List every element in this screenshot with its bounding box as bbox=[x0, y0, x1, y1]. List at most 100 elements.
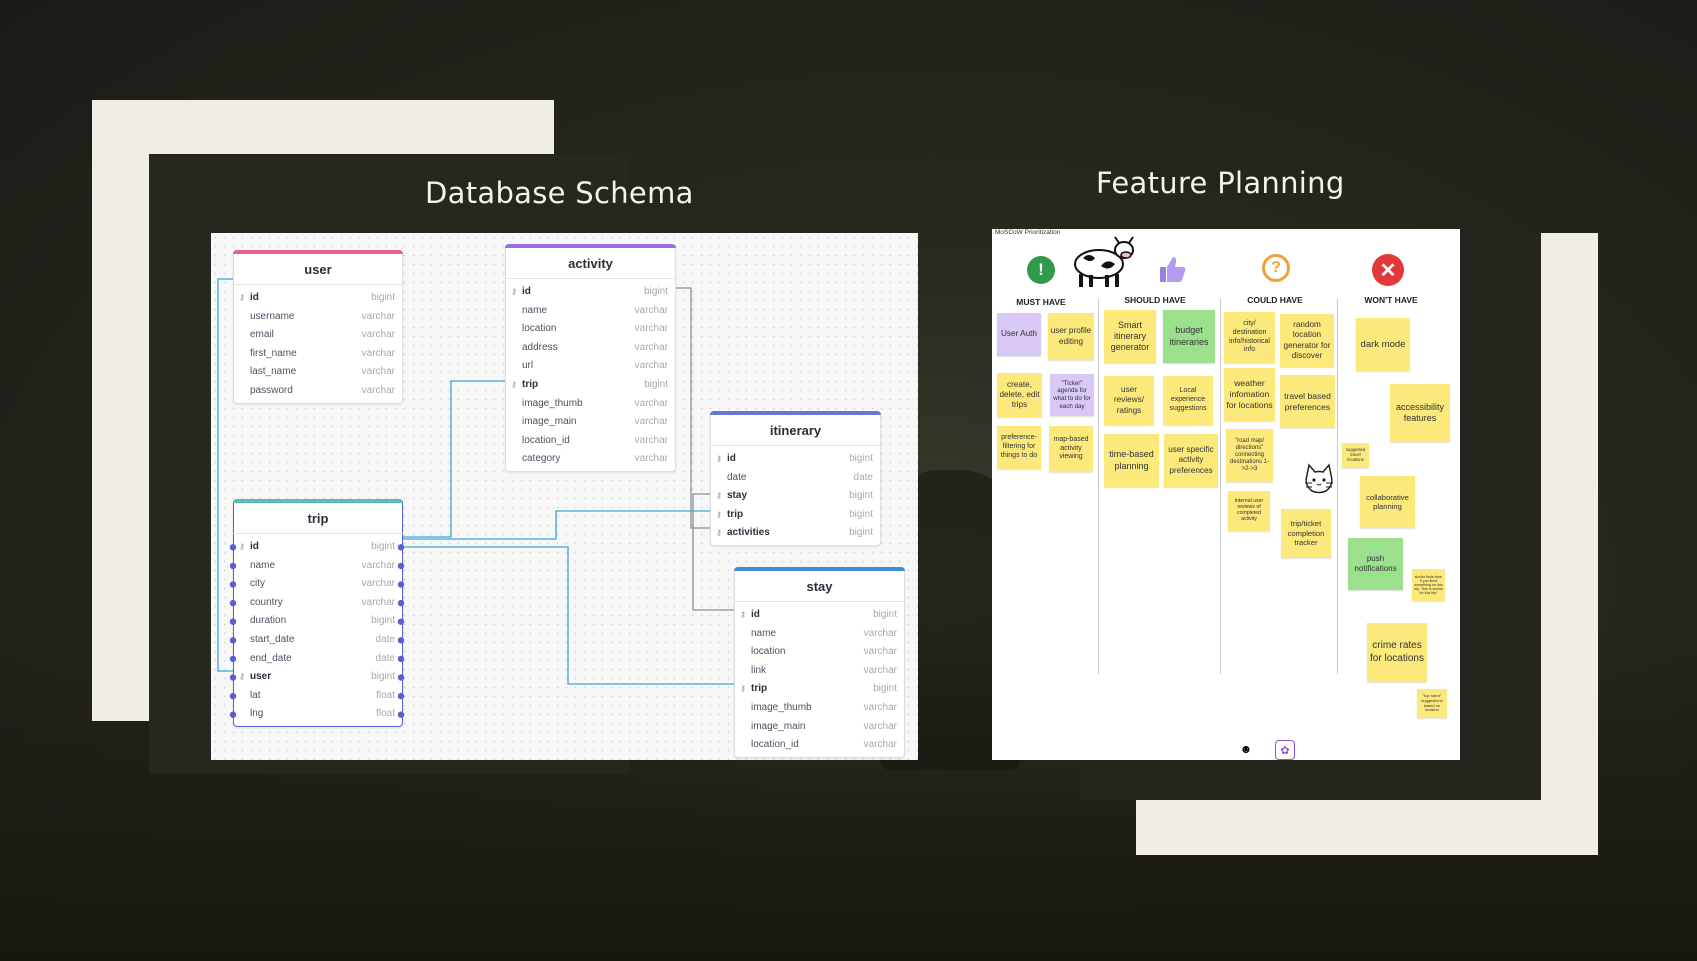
sticky-note[interactable]: dark mode bbox=[1356, 318, 1410, 371]
sticky-note[interactable]: user profile editing bbox=[1048, 313, 1094, 360]
sticky-note[interactable]: Local experience suggestions bbox=[1163, 376, 1213, 425]
sticky-note[interactable]: weather infomation for locations bbox=[1224, 368, 1275, 421]
column-type: bigint bbox=[644, 286, 668, 297]
sticky-note[interactable]: trip/ticket completion tracker bbox=[1281, 509, 1331, 558]
sticky-note[interactable]: map-based activity viewing bbox=[1049, 426, 1093, 472]
sticky-note[interactable]: budget itineraries bbox=[1163, 310, 1215, 363]
connector-dot[interactable] bbox=[229, 637, 237, 644]
connector-dot[interactable] bbox=[397, 618, 405, 625]
sticky-note[interactable]: Smart itinerary generator bbox=[1104, 310, 1156, 363]
sticky-note[interactable]: internal user reviews of completed activ… bbox=[1228, 491, 1270, 531]
column-name: name bbox=[751, 627, 777, 639]
connector-dot[interactable] bbox=[397, 544, 405, 551]
connector-dot[interactable] bbox=[397, 655, 405, 663]
column-type: varchar bbox=[634, 397, 668, 409]
connector-dot[interactable] bbox=[229, 544, 237, 551]
sticky-note[interactable]: travel based preferences bbox=[1280, 375, 1335, 428]
connector-dot[interactable] bbox=[397, 711, 405, 718]
sticky-note[interactable]: city/ destination info/historical info bbox=[1224, 312, 1275, 363]
connector-dot[interactable] bbox=[229, 674, 237, 681]
sticky-note[interactable]: collaborative planning bbox=[1360, 476, 1415, 528]
column-type: varchar bbox=[634, 360, 668, 372]
sticky-note[interactable]: accessibility features bbox=[1390, 384, 1450, 442]
sticky-note[interactable]: create, delete, edit trips bbox=[997, 373, 1042, 417]
connector-dot[interactable] bbox=[229, 562, 237, 570]
moscow-board[interactable]: MoSCoW Prioritization ! ? ✕ MUST HAVE SH… bbox=[992, 229, 1460, 760]
connector-dot[interactable] bbox=[229, 618, 237, 625]
connector-dot[interactable] bbox=[397, 581, 405, 588]
connector-dot[interactable] bbox=[229, 655, 237, 663]
connector-dot[interactable] bbox=[397, 692, 405, 700]
sticky-note[interactable]: push notifications bbox=[1348, 538, 1403, 590]
sticky-note[interactable]: suggested travel locations bbox=[1342, 443, 1369, 468]
connector-dot[interactable] bbox=[229, 711, 237, 718]
connector-dot[interactable] bbox=[229, 581, 237, 588]
sticky-note[interactable]: time-based planning bbox=[1104, 434, 1159, 487]
sticky-note[interactable]: similar finds idea: if you liked somethi… bbox=[1412, 569, 1445, 601]
connector-dot[interactable] bbox=[397, 674, 405, 681]
sticky-note[interactable]: User Auth bbox=[997, 313, 1041, 356]
sticky-note[interactable]: "Ticker" agenda for what to do for each … bbox=[1050, 374, 1094, 416]
sticky-note[interactable]: user reviews/ ratings bbox=[1104, 376, 1154, 425]
connector-dot[interactable] bbox=[397, 599, 405, 607]
sticky-note[interactable]: "top rated" suggestions based on locatio… bbox=[1417, 689, 1447, 718]
connector-dot[interactable] bbox=[397, 562, 405, 570]
emoji-icon[interactable]: ☻ bbox=[1239, 742, 1253, 756]
sticky-note[interactable]: user specific activity preferences bbox=[1164, 434, 1218, 487]
sticky-note[interactable]: "road map/ directions" connecting destin… bbox=[1226, 429, 1273, 482]
column-type: float bbox=[376, 708, 395, 720]
sticker-icon[interactable]: ✿ bbox=[1275, 740, 1295, 760]
connector-dot[interactable] bbox=[229, 599, 237, 607]
sticky-note[interactable]: random location generator for discover bbox=[1280, 314, 1334, 367]
sticky-note[interactable]: crime rates for locations bbox=[1367, 623, 1427, 682]
sticky-note[interactable]: preference-filtering for things to do bbox=[997, 426, 1041, 469]
connector-dot[interactable] bbox=[397, 637, 405, 644]
connector-dot[interactable] bbox=[229, 692, 237, 700]
